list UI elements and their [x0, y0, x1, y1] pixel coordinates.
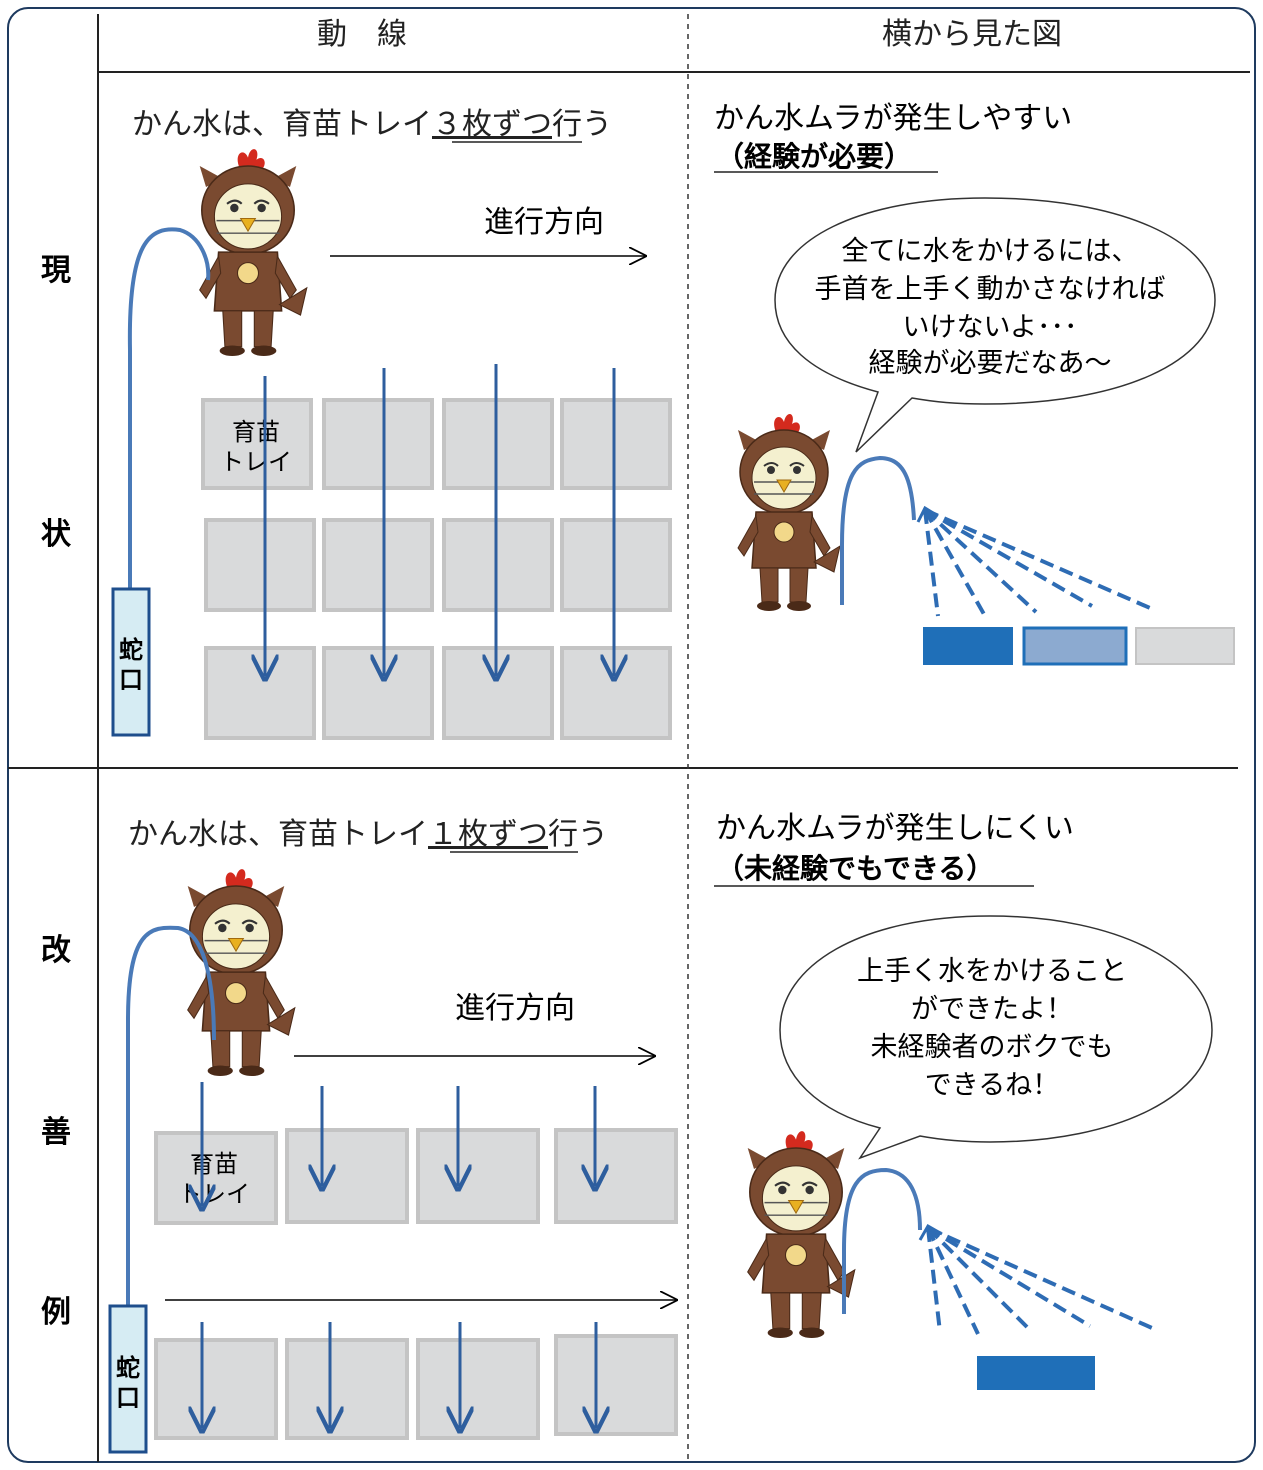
tray [201, 398, 313, 490]
spray-line [924, 508, 1093, 608]
tray [204, 518, 316, 612]
improved-faucet [108, 1304, 148, 1454]
current-side-tray-partial [1022, 626, 1128, 666]
row-label-improved-3: 例 [41, 1295, 71, 1330]
improved-flow-arrows [202, 1082, 596, 1428]
current-side-mascot [737, 412, 841, 612]
spray-line [926, 1227, 980, 1335]
improved-hose [126, 925, 216, 1306]
spray-line [926, 1227, 942, 1333]
improved-caption: かん水は、育苗トレイ１枚ずつ行う [128, 817, 608, 852]
current-faucet [111, 587, 151, 737]
improved-side-sub: （未経験でもできる） [716, 852, 994, 885]
improved-direction-label: 進行方向 [455, 991, 575, 1026]
current-spray-origin [916, 505, 939, 523]
current-side-title: かん水ムラが発生しやすい [714, 101, 1072, 136]
tray [560, 646, 672, 740]
spray-line [927, 1226, 1153, 1330]
tray [416, 1338, 540, 1440]
spray-line [923, 509, 940, 617]
spray-line [924, 508, 1151, 610]
current-tray-grid [201, 398, 672, 740]
improved-spray-origin [918, 1223, 943, 1241]
improved-tray-label-1: 育苗 [190, 1150, 238, 1178]
improved-side-hose [842, 1167, 922, 1314]
tray [442, 646, 554, 740]
tray [416, 1128, 540, 1224]
improved-flow-mascot [186, 868, 296, 1078]
row-label-current-2: 状 [41, 517, 72, 552]
current-faucet-label-1: 蛇 [119, 636, 143, 664]
improved-spray [926, 1226, 1153, 1335]
header-flow-title: 動 線 [317, 17, 407, 52]
improved-bubble-line-4: できるね！ [925, 1070, 1059, 1101]
spray-line [926, 1226, 1092, 1328]
outer-frame [7, 7, 1256, 1463]
current-bubble-line-2: 手首を上手く動かさなければ [815, 274, 1166, 305]
improved-side-title: かん水ムラが発生しにくい [716, 811, 1074, 846]
current-side-tray-wet [923, 627, 1013, 665]
tray [560, 398, 672, 490]
current-tray-label-1: 育苗 [232, 418, 280, 446]
tray [154, 1131, 278, 1225]
current-flow-mascot [198, 148, 308, 358]
header-side-title: 横から見た図 [882, 17, 1062, 52]
tray [322, 646, 434, 740]
improved-tray-label-2: トレイ [178, 1180, 250, 1208]
improved-speech-bubble: 上手く水をかけること ができたよ！ 未経験者のボクでも できるね！ [779, 915, 1213, 1160]
improved-side-mascot [746, 1130, 856, 1340]
tray [322, 398, 434, 490]
current-bubble-line-4: 経験が必要だなあ～ [869, 348, 1112, 379]
current-side-hose [840, 455, 916, 605]
row-label-improved-2: 善 [41, 1115, 71, 1150]
current-faucet-label-2: 口 [119, 666, 143, 694]
tray [442, 398, 554, 490]
tray [154, 1338, 278, 1440]
current-hose [127, 227, 211, 590]
tray [554, 1128, 678, 1224]
current-bubble-line-3: いけないよ･･･ [903, 312, 1078, 343]
tray [285, 1338, 409, 1440]
row-label-current-1: 現 [41, 253, 71, 288]
current-direction-label: 進行方向 [484, 205, 604, 240]
current-tray-label-2: トレイ [220, 448, 292, 476]
current-bubble-line-1: 全てに水をかけるには、 [842, 236, 1139, 267]
tray [554, 1334, 678, 1436]
tray [204, 646, 316, 740]
current-speech-bubble: 全てに水をかけるには、 手首を上手く動かさなければ いけないよ･･･ 経験が必要… [774, 197, 1216, 453]
tray [285, 1128, 409, 1224]
improved-bubble-line-2: ができたよ！ [911, 994, 1073, 1025]
current-side-tray-dry [1135, 627, 1235, 665]
spray-line [926, 1226, 1032, 1332]
improved-side-tray-wet [977, 1356, 1095, 1390]
improved-bubble-line-1: 上手く水をかけること [857, 956, 1127, 987]
improved-tray-grid [154, 1128, 678, 1440]
current-spray [923, 508, 1151, 617]
tray [322, 518, 434, 612]
tray [560, 518, 672, 612]
improved-bubble-line-3: 未経験者のボクでも [871, 1032, 1114, 1063]
improved-faucet-label-2: 口 [116, 1384, 140, 1412]
spray-line [923, 508, 1038, 614]
improved-faucet-label-1: 蛇 [116, 1354, 140, 1382]
current-caption: かん水は、育苗トレイ３枚ずつ行う [132, 107, 612, 142]
row-label-improved-1: 改 [41, 933, 71, 968]
current-flow-arrows [265, 364, 614, 676]
current-side-sub: （経験が必要） [716, 140, 912, 173]
tray [442, 518, 554, 612]
